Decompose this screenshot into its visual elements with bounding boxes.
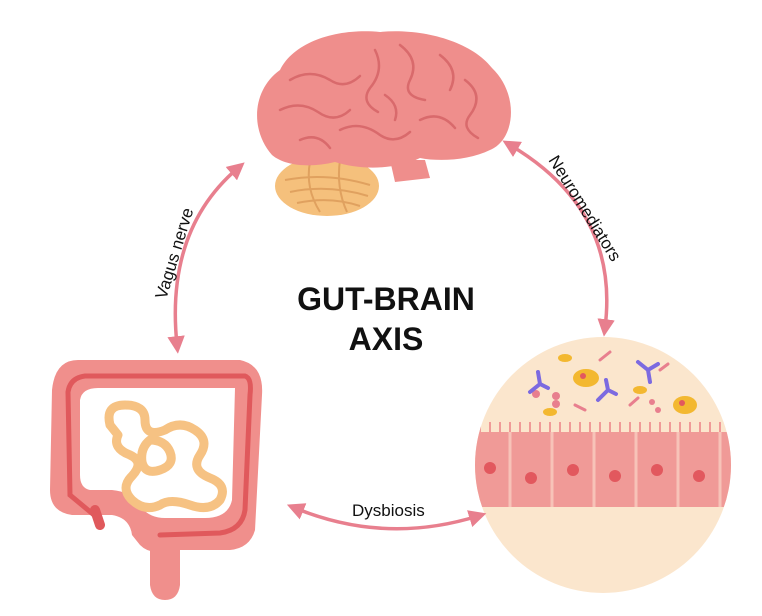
arrow-neuromediators xyxy=(502,140,615,337)
label-neuromediators: Neuromediators xyxy=(545,152,625,265)
intestine-icon xyxy=(50,360,263,600)
brain-stem xyxy=(390,160,430,182)
brain-folds xyxy=(278,43,480,150)
large-intestine xyxy=(50,360,263,552)
epithelium-band xyxy=(475,432,731,507)
cerebrum xyxy=(257,31,511,168)
appendix xyxy=(90,505,105,530)
gut-microbiome-icon xyxy=(475,337,731,593)
bacteria xyxy=(532,350,697,416)
title-line-2: AXIS xyxy=(349,321,424,357)
small-intestine xyxy=(104,400,227,513)
brain-icon xyxy=(257,31,511,216)
cell-nuclei xyxy=(484,462,705,484)
cerebellum xyxy=(275,156,379,216)
arrow-vagus-nerve xyxy=(167,162,245,354)
arrow-dysbiosis xyxy=(286,503,487,531)
cell-borders xyxy=(508,432,722,507)
antibodies xyxy=(528,360,660,402)
label-vagus-nerve: Vagus nerve xyxy=(152,206,198,302)
colon-inner-line xyxy=(65,373,253,538)
label-dysbiosis: Dysbiosis xyxy=(352,501,425,520)
cerebellum-folds xyxy=(284,159,371,213)
title-line-1: GUT-BRAIN xyxy=(297,281,475,317)
rectum xyxy=(150,550,180,600)
